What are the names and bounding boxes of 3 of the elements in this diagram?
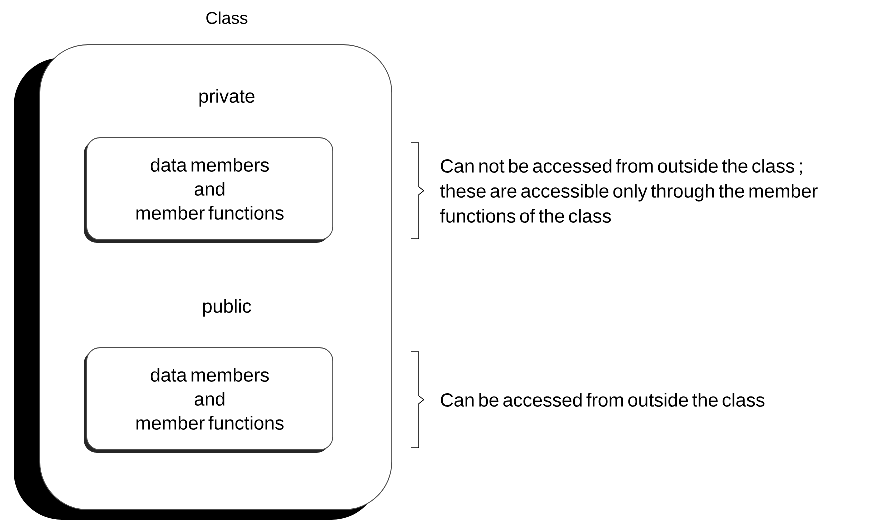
note-text: Can be accessed from outside the class <box>441 393 765 407</box>
note-text: Can not be accessed from outside the class ; these are accessible only through the member functions of the class <box>440 159 818 223</box>
class-title: Class <box>206 12 248 24</box>
